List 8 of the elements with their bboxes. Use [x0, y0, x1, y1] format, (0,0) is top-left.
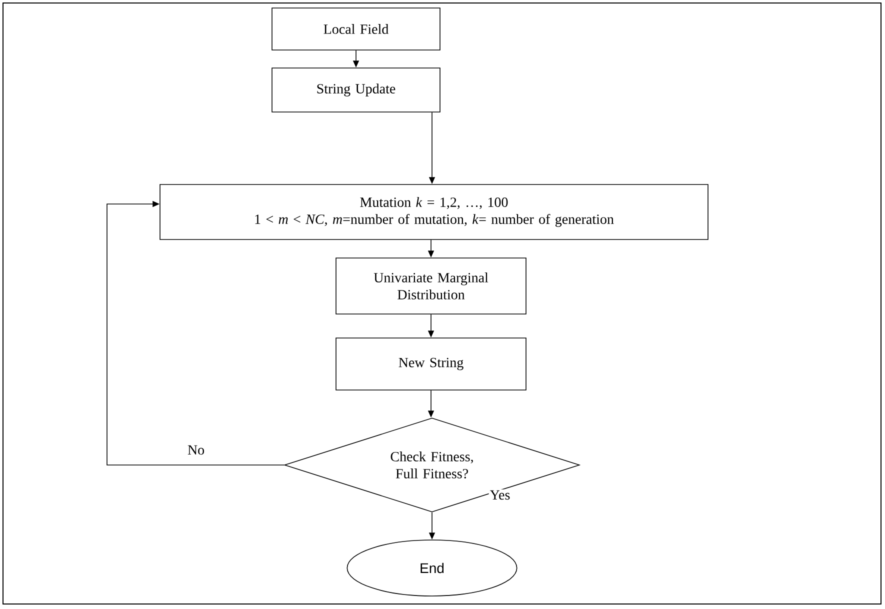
process-box: String Update [272, 68, 440, 112]
process-box: Local Field [272, 8, 440, 50]
process-box: Mutation k = 1,2, …, 100 1 < m < NC, m=number of mutation, k= number of generation [160, 184, 708, 240]
arrow [106, 200, 284, 466]
process-box: New String [336, 338, 526, 390]
edge-label: Yes [488, 489, 512, 501]
process-box: Univariate Marginal Distribution [336, 258, 526, 314]
edge-label: No [186, 444, 206, 456]
